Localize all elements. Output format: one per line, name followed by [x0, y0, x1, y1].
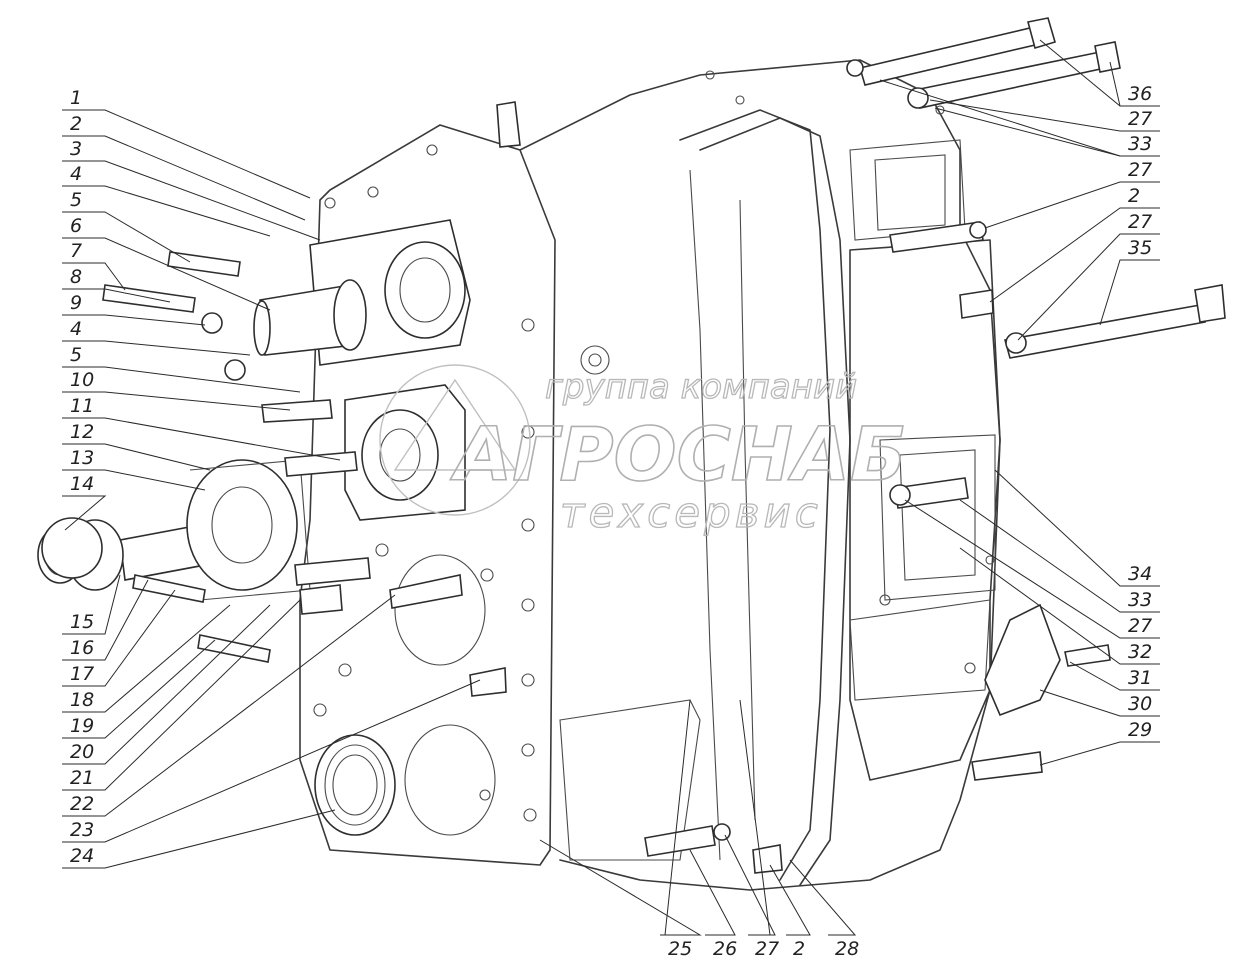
callout-label: 9: [70, 292, 82, 314]
callout-label: 19: [70, 715, 94, 737]
callout-label: 7: [70, 240, 82, 262]
callout-label: 1: [70, 87, 82, 109]
callout-label: 35: [1128, 237, 1152, 259]
callout-label: 30: [1128, 693, 1152, 715]
callout-label: 18: [70, 689, 94, 711]
callout-label: 34: [1128, 563, 1152, 585]
callout-label: 23: [70, 819, 94, 841]
callout-label: 33: [1128, 589, 1152, 611]
transmission-housing: [37, 17, 1226, 891]
callout-label: 8: [70, 266, 82, 288]
callout-label: 27: [1128, 615, 1152, 637]
callout-label: 26: [713, 938, 737, 960]
callout-label: 31: [1128, 667, 1152, 689]
callout-label: 5: [70, 344, 82, 366]
callouts-bottom: 25 26 27 2 28: [539, 699, 859, 960]
callout-label: 27: [755, 938, 779, 960]
callout-label: 24: [70, 845, 94, 867]
callout-label: 5: [70, 189, 82, 211]
callout-label: 25: [668, 938, 692, 960]
callout-label: 6: [70, 215, 82, 237]
callout-label: 28: [835, 938, 859, 960]
callout-label: 36: [1128, 83, 1152, 105]
callout-label: 11: [70, 395, 94, 417]
callout-label: 33: [1128, 133, 1152, 155]
callout-label: 27: [1128, 211, 1152, 233]
callout-label: 22: [70, 793, 94, 815]
callout-label: 4: [70, 163, 82, 185]
callout-label: 17: [70, 663, 94, 685]
callout-label: 27: [1128, 159, 1152, 181]
callouts-right: 36 27 33 27 2 27 35 34 33 27 32 31 30 29: [879, 39, 1160, 766]
callout-label: 10: [70, 369, 94, 391]
callout-label: 16: [70, 637, 94, 659]
callouts-left: 1 2 3 4 5 6 7 8 9 4 5 10 11 12 13 14 15 …: [62, 87, 481, 869]
callout-label: 29: [1128, 719, 1152, 741]
watermark: группа компаний АГРОСНАБ техсервис: [379, 364, 907, 538]
watermark-main-text: АГРОСНАБ: [450, 412, 906, 498]
callout-label: 2: [793, 938, 805, 960]
callout-label: 2: [70, 113, 82, 135]
callout-label: 21: [70, 767, 94, 789]
callout-label: 3: [70, 138, 82, 160]
watermark-top-text: группа компаний: [545, 367, 857, 407]
callout-label: 13: [70, 447, 94, 469]
callout-label: 20: [70, 741, 94, 763]
callout-label: 2: [1128, 185, 1140, 207]
callout-label: 4: [70, 318, 82, 340]
callout-label: 32: [1128, 641, 1152, 663]
callout-label: 12: [70, 421, 94, 443]
callout-label: 15: [70, 611, 94, 633]
watermark-sub-text: техсервис: [560, 488, 822, 537]
callout-label: 14: [70, 473, 94, 495]
callout-label: 27: [1128, 108, 1152, 130]
